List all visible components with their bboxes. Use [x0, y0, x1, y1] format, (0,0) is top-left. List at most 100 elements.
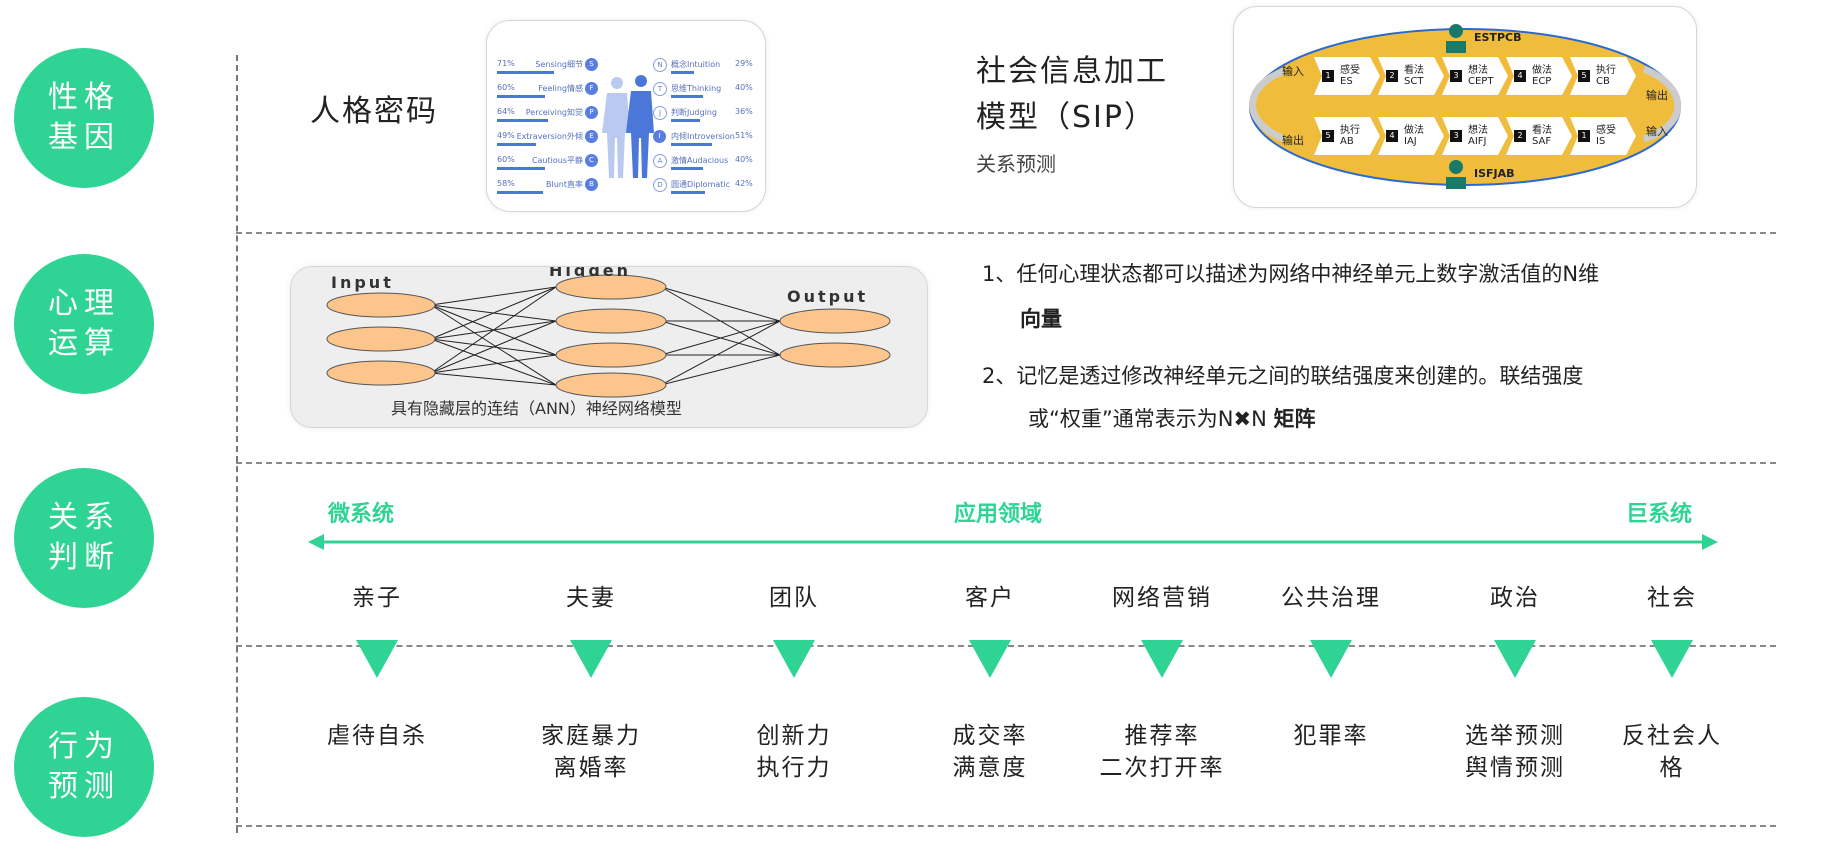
domain-label: 夫妻: [566, 585, 616, 611]
mbti-right-bar: [671, 119, 700, 122]
outcome-label: 创新力: [756, 723, 832, 749]
macro-system-label: 巨系统: [1626, 502, 1693, 527]
mbti-right-pct: 40%: [735, 155, 753, 164]
sip-step-cn: 想法: [1468, 65, 1488, 76]
mbti-letter-badge: D: [653, 178, 667, 192]
sip-step-en: ES: [1340, 76, 1353, 87]
sip-output-top: 输出: [1646, 89, 1668, 102]
domain-label: 政治: [1490, 585, 1540, 611]
mbti-left-bar: [497, 95, 545, 98]
mbti-right-pct: 40%: [735, 83, 753, 92]
outcome-label: 离婚率: [553, 755, 629, 781]
ann-caption: 具有隐藏层的连结（ANN）神经网络模型: [391, 399, 682, 418]
ann-connection: [430, 286, 557, 340]
row-label-mental-computation: 心理 运算: [14, 254, 154, 394]
sip-bottom-person: ISFJAB: [1474, 167, 1515, 180]
sip-step-cn: 感受: [1596, 125, 1616, 136]
mbti-left-bar: [497, 191, 543, 194]
sip-step-en: ECP: [1532, 76, 1552, 87]
mbti-left-label: Blunt直率: [546, 180, 583, 189]
ann-connection: [430, 354, 557, 374]
ann-diagram-card: Input Hidden Output 具有隐藏层的连结（ANN）神经网络模型: [290, 266, 928, 428]
mbti-letter-badge: F: [585, 82, 598, 95]
ann-connection: [430, 372, 557, 386]
sip-step-number: 3: [1450, 130, 1462, 142]
ann-output-label: Output: [787, 287, 869, 306]
mbti-right-label: 概念Intuition: [671, 60, 721, 69]
mbti-left-pct: 64%: [497, 107, 515, 116]
sip-title-line2: 模型（SIP）: [976, 100, 1156, 135]
mbti-letter-badge: C: [585, 154, 598, 167]
ann-node: [555, 372, 667, 398]
ann-connection: [660, 320, 781, 386]
mbti-letter-badge: I: [653, 130, 666, 143]
ann-connection: [660, 354, 781, 386]
outcome-label: 选举预测: [1465, 723, 1565, 749]
vertical-divider: [236, 55, 238, 833]
persona-title: 人格密码: [310, 94, 438, 129]
sip-step-cn: 做法: [1404, 125, 1424, 136]
row-label-personality-genes: 性格 基因: [14, 48, 154, 188]
down-arrow-icon: [1494, 640, 1536, 678]
sip-step-number: 5: [1578, 70, 1590, 82]
mbti-letter-badge: J: [653, 106, 667, 120]
mbti-left-label: Cautious平静: [531, 156, 583, 165]
outcome-label: 反社会人: [1622, 723, 1722, 749]
mbti-right-pct: 42%: [735, 179, 753, 188]
domain-label: 团队: [769, 585, 819, 611]
sip-step-en: CB: [1596, 76, 1610, 87]
down-arrow-icon: [356, 640, 398, 678]
mbti-right-bar: [671, 191, 705, 194]
down-arrow-icon: [570, 640, 612, 678]
down-arrow-icon: [1310, 640, 1352, 678]
divider-row4: [236, 825, 1776, 827]
mbti-right-label: 内倾Introversion: [671, 132, 735, 141]
outcome-label: 满意度: [952, 755, 1028, 781]
ann-connection: [660, 286, 781, 322]
application-domain-label: 应用领域: [954, 502, 1043, 527]
sip-step-en: CEPT: [1468, 76, 1494, 87]
mbti-right-pct: 36%: [735, 107, 753, 116]
ann-node: [555, 274, 667, 300]
mbti-left-pct: 60%: [497, 83, 515, 92]
ann-connection: [660, 320, 781, 356]
sip-step-cn: 感受: [1340, 65, 1360, 76]
mbti-right-label: 思维Thinking: [671, 84, 722, 93]
ann-connection: [430, 304, 557, 386]
mbti-letter-badge: T: [653, 82, 667, 96]
down-arrow-icon: [1651, 640, 1693, 678]
mbti-letter-badge: S: [585, 58, 598, 71]
sip-input-top: 输入: [1282, 65, 1304, 78]
domain-label: 亲子: [352, 585, 402, 611]
paragraph-1-line2: 向量: [1020, 307, 1062, 331]
mbti-letter-badge: P: [585, 106, 598, 119]
domain-label: 公共治理: [1281, 585, 1381, 611]
sip-step-en: SAF: [1532, 136, 1552, 147]
mbti-left-pct: 71%: [497, 59, 515, 68]
mbti-right-label: 激情Audacious: [671, 156, 729, 165]
mbti-left-bar: [497, 71, 554, 74]
mbti-right-bar: [671, 143, 712, 146]
mbti-left-label: Perceiving知觉: [525, 108, 583, 117]
sip-step-number: 5: [1322, 130, 1334, 142]
mbti-left-label: Sensing细节: [535, 60, 583, 69]
sip-step-cn: 看法: [1404, 65, 1424, 76]
mbti-left-bar: [497, 143, 536, 146]
sip-step-cn: 想法: [1468, 125, 1488, 136]
down-arrow-icon: [773, 640, 815, 678]
down-arrow-icon: [1141, 640, 1183, 678]
outcome-label: 舆情预测: [1465, 755, 1565, 781]
mbti-left-pct: 60%: [497, 155, 515, 164]
mbti-left-pct: 58%: [497, 179, 515, 188]
ann-node: [555, 308, 667, 334]
double-arrow-icon: [308, 534, 1718, 550]
